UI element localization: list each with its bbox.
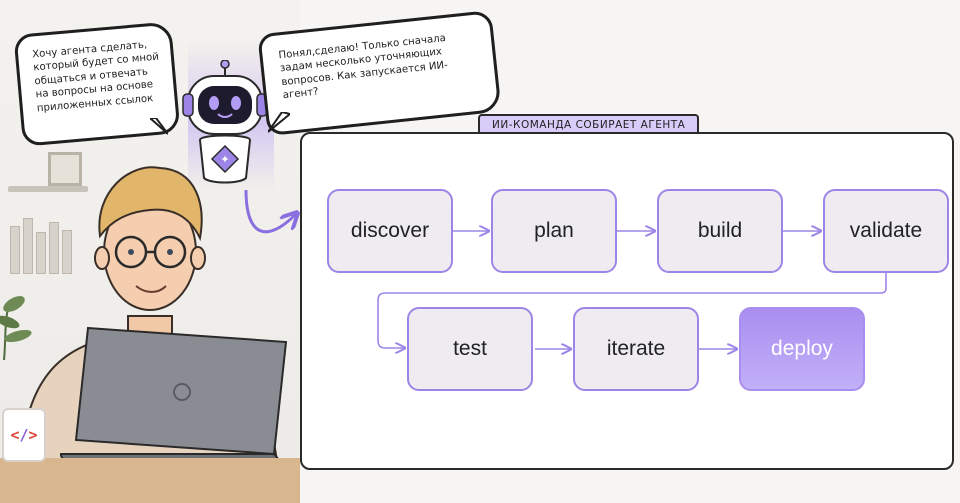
picture-frame: [48, 152, 82, 186]
plant-icon: [0, 296, 32, 360]
svg-text:✦: ✦: [220, 153, 229, 166]
step-build: build: [657, 189, 783, 273]
workflow-panel: [300, 132, 954, 470]
laptop-icon: [60, 326, 289, 469]
panel-tag: ИИ-КОМАНДА СОБИРАЕТ АГЕНТА: [478, 114, 700, 134]
step-deploy: deploy: [739, 307, 865, 391]
code-brackets-icon: <: [10, 426, 20, 444]
wall-shelf: [8, 186, 88, 192]
bot-message: Понял,сделаю! Только сначала задам неско…: [278, 32, 449, 102]
step-discover: discover: [327, 189, 453, 273]
bookshelf: [10, 216, 80, 274]
desk: [0, 458, 300, 503]
step-validate: validate: [823, 189, 949, 273]
step-plan: plan: [491, 189, 617, 273]
step-test: test: [407, 307, 533, 391]
step-iterate: iterate: [573, 307, 699, 391]
bot-bubble-tail: [268, 112, 290, 133]
robot-assistant-icon: ✦: [182, 60, 268, 184]
mug-with-code-icon: </>: [2, 408, 46, 462]
user-message: Хочу агента сделать, который будет со мн…: [31, 39, 160, 115]
user-bubble-tail: [150, 118, 168, 135]
